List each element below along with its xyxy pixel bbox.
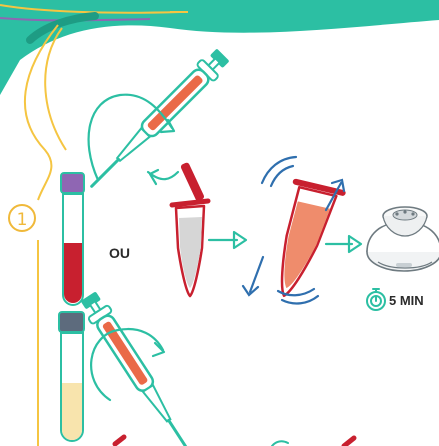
transfer-arrows bbox=[87, 93, 180, 402]
microtube-mixing bbox=[280, 178, 346, 298]
stopwatch-icon bbox=[366, 288, 386, 311]
pipette-bottom bbox=[81, 292, 191, 446]
mini-centrifuge bbox=[366, 206, 439, 272]
shake-motion-marks bbox=[241, 155, 346, 305]
step-number: 1 bbox=[16, 210, 28, 230]
centrifuge-time-label: 5 MIN bbox=[389, 293, 424, 308]
arrow-to-mixing bbox=[207, 230, 248, 250]
header-wave bbox=[0, 0, 439, 95]
cropped-next-row-marks bbox=[112, 434, 357, 446]
arrow-to-centrifuge bbox=[324, 234, 363, 254]
step-guide-lines bbox=[24, 24, 67, 446]
or-label: OU bbox=[109, 245, 130, 261]
microtube-empty bbox=[169, 162, 211, 298]
step-number-circle bbox=[8, 204, 36, 232]
plasma-tube-grey-cap bbox=[58, 311, 85, 442]
pipette-top bbox=[90, 49, 229, 188]
blood-tube-purple-cap bbox=[60, 172, 85, 306]
